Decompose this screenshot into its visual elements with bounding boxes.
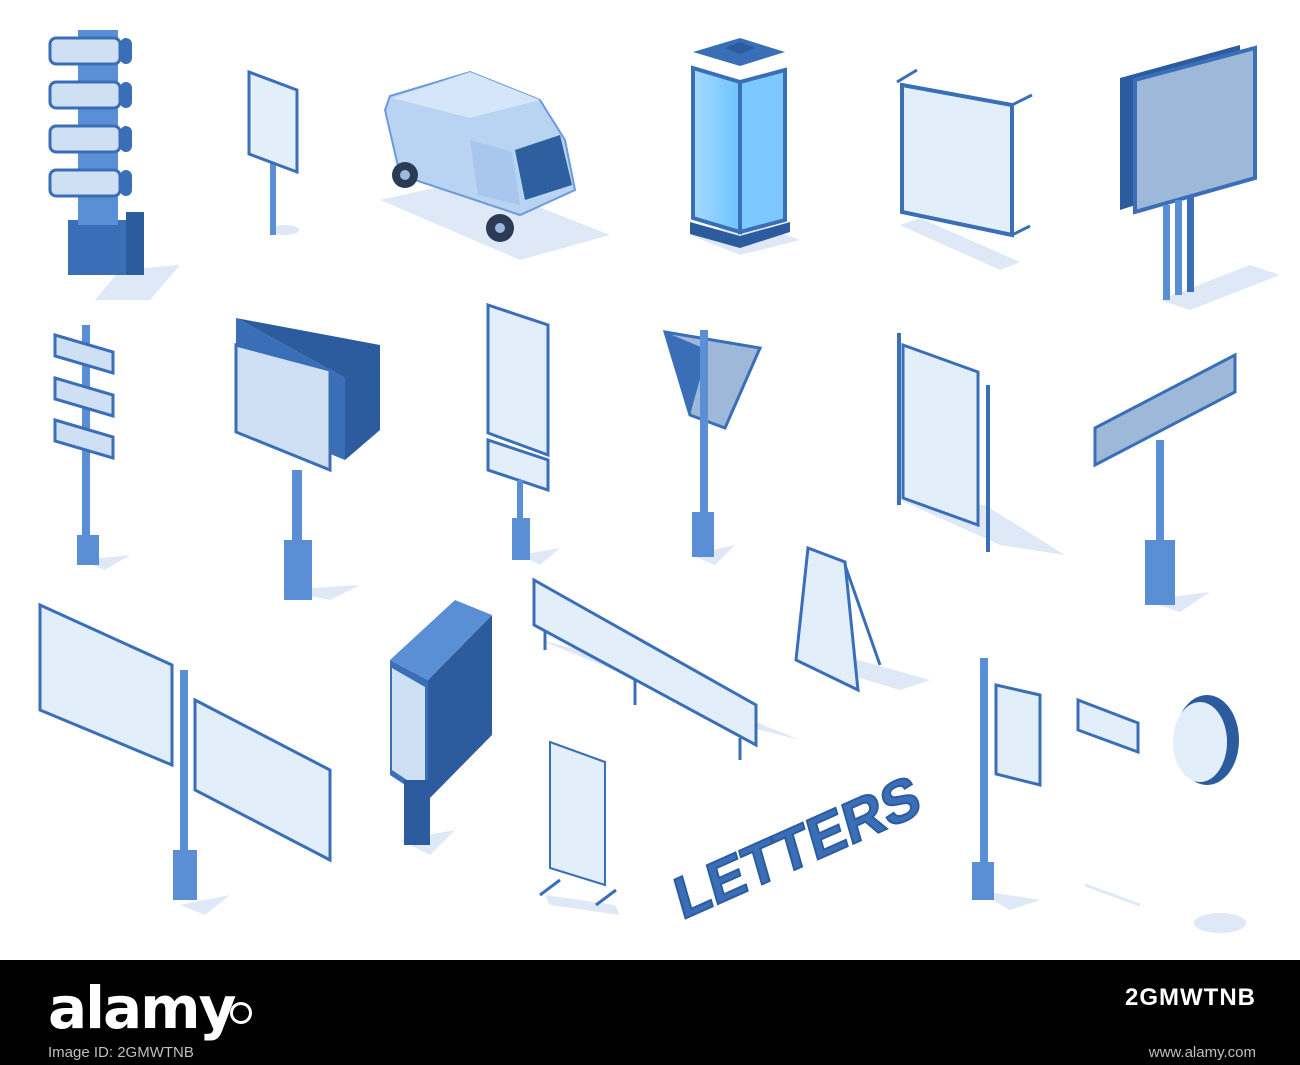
tall-narrow-sign: [486, 302, 560, 565]
arrow-signpost: [53, 325, 130, 570]
3d-letters-sign: LETTERS: [667, 761, 928, 933]
footer-info-line: Image ID: 2GMWTNB www.alamy.com: [48, 1044, 1256, 1061]
small-wall-plate: [1076, 697, 1141, 907]
stock-footer-bar: alamy 2GMWTNB Image ID: 2GMWTNB www.alam…: [0, 960, 1300, 1065]
pylon-directory-sign: [48, 30, 180, 300]
image-id-label: Image ID: 2GMWTNB: [48, 1044, 194, 1061]
brand-logo[interactable]: alamy: [48, 974, 236, 1042]
site-link[interactable]: www.alamy.com: [1148, 1044, 1256, 1061]
standing-banner-frame: [897, 333, 1065, 555]
horizontal-pole-billboard: [1093, 352, 1237, 612]
advertising-signs-illustration: LETTERS: [38, 30, 1280, 934]
pole-hanging-panel: [972, 658, 1042, 910]
round-wall-sign: [1173, 695, 1246, 933]
glass-advertising-column: [690, 38, 800, 255]
letters-sign-text: LETTERS: [668, 762, 927, 932]
a-frame-sign: [794, 545, 930, 693]
roll-up-banner: [539, 740, 620, 915]
delivery-van: [380, 70, 610, 260]
long-barrier-sign: [532, 577, 800, 760]
triangular-billboard: [234, 318, 380, 600]
large-billboard: [1120, 45, 1280, 310]
triangular-pole-sign: [662, 330, 763, 565]
cube-billboard: [390, 600, 492, 855]
framed-wall-banner: [896, 68, 1033, 270]
small-pole-sign: [247, 69, 299, 235]
image-id: 2GMWTNB: [1125, 984, 1256, 1011]
double-panel-billboard: [38, 602, 332, 915]
